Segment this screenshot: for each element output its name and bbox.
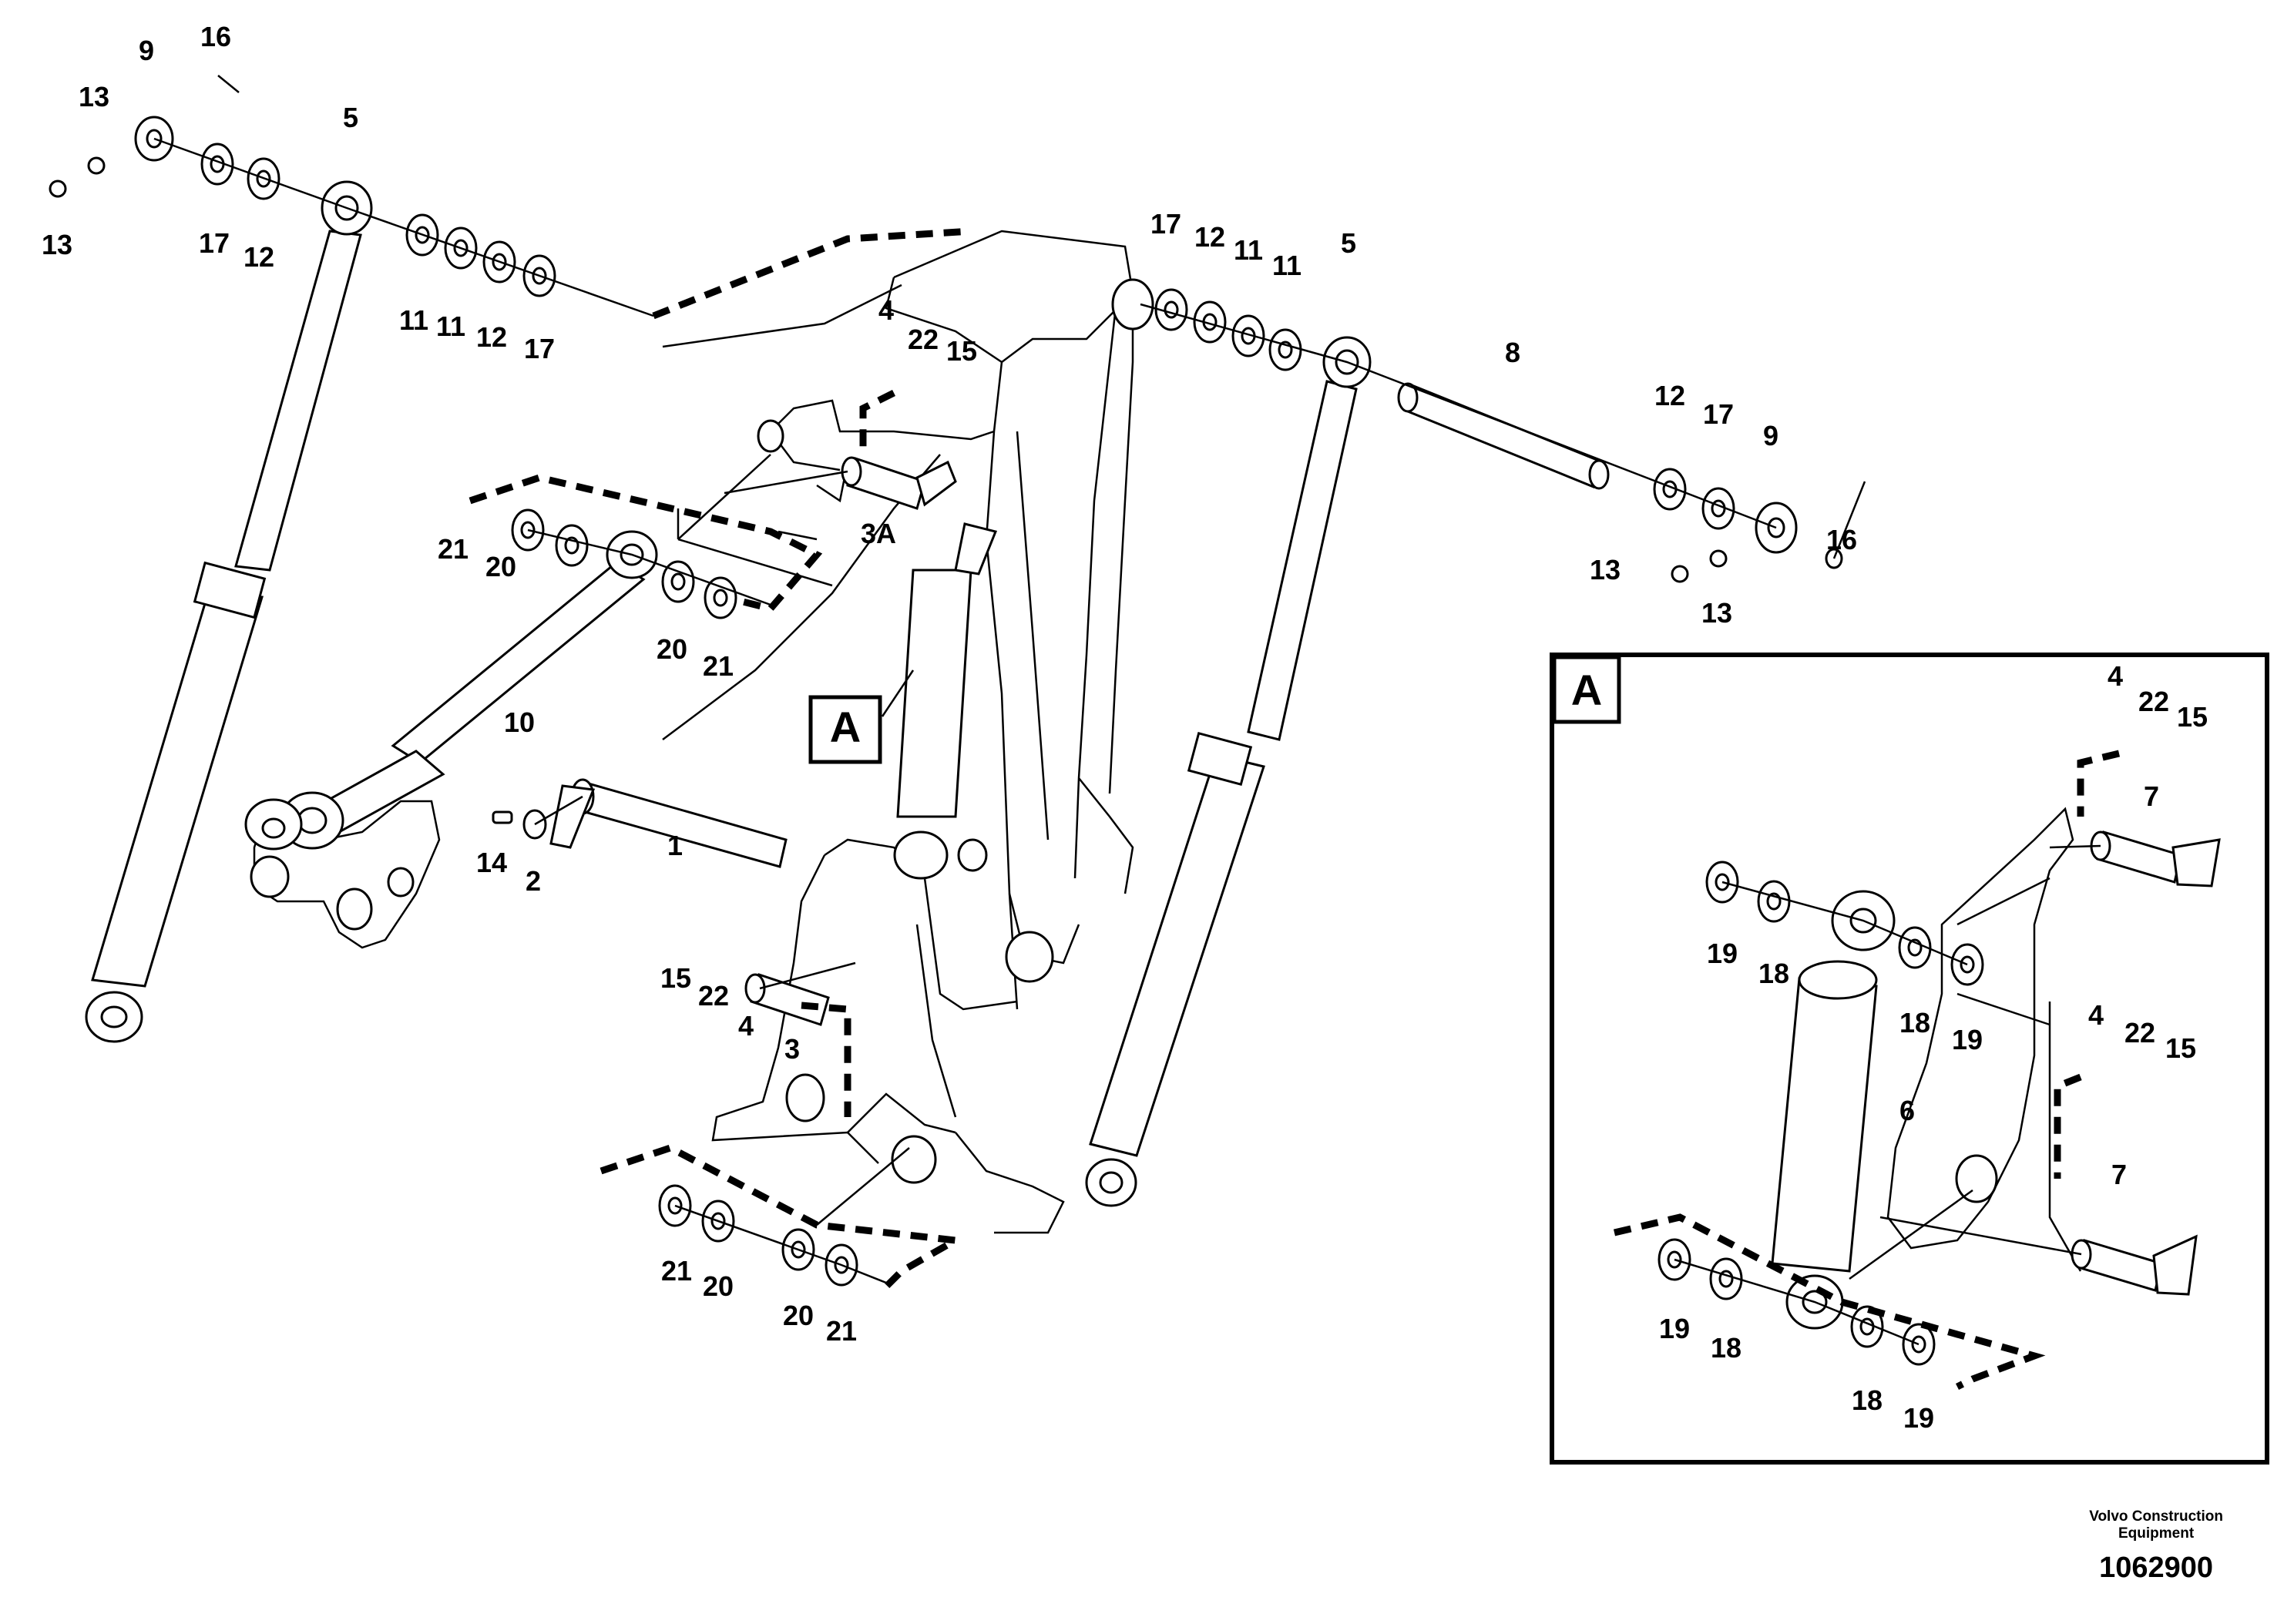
callout-18: 18 [1852, 1384, 1883, 1416]
callout-4: 4 [878, 294, 894, 326]
callout-17: 17 [1703, 398, 1734, 430]
callout-15: 15 [660, 962, 691, 994]
callout-17: 17 [199, 227, 230, 259]
callout-16: 16 [200, 21, 231, 52]
callout-12: 12 [1654, 380, 1685, 411]
callout-18: 18 [1758, 958, 1789, 989]
boom-cylinder-right [1085, 336, 1372, 1207]
callout-12: 12 [476, 321, 507, 353]
callout-22: 22 [698, 980, 729, 1012]
callout-17: 17 [524, 333, 555, 364]
detail-marker-label: A [1571, 666, 1602, 714]
callout-18: 18 [1711, 1332, 1741, 1364]
callout-22: 22 [2124, 1017, 2155, 1049]
callout-21: 21 [703, 650, 734, 682]
callout-14: 14 [476, 847, 507, 878]
callout-19: 19 [1707, 938, 1738, 969]
callout-4: 4 [2088, 999, 2104, 1031]
boom-frame [662, 230, 1154, 1234]
callout-11: 11 [399, 304, 428, 336]
drawing-number: 1062900 [2099, 1552, 2214, 1584]
callout-2: 2 [526, 865, 541, 897]
callout-20: 20 [703, 1270, 734, 1302]
callout-5: 5 [343, 102, 358, 133]
center-cylinder [893, 522, 998, 880]
callout-3A: 3A [861, 518, 896, 549]
callout-10: 10 [504, 706, 535, 738]
dashed-reference-lines [469, 227, 972, 1290]
callout-4: 4 [738, 1010, 754, 1042]
callout-5: 5 [1341, 227, 1356, 259]
callout-21: 21 [438, 533, 469, 565]
pins [549, 382, 1610, 1026]
view-marker-a: A [808, 669, 915, 764]
callout-1: 1 [667, 830, 683, 861]
callout-15: 15 [946, 335, 977, 367]
credit-line-1: Volvo Construction [2089, 1508, 2223, 1525]
callout-20: 20 [485, 551, 516, 582]
callout-8: 8 [1505, 337, 1520, 368]
callout-13: 13 [1701, 597, 1732, 629]
callout-13: 13 [42, 229, 72, 260]
callout-17: 17 [1150, 208, 1181, 240]
callout-9: 9 [139, 35, 154, 66]
callout-19: 19 [1952, 1024, 1983, 1055]
publisher-credit: Volvo Construction Equipment 1062900 [2089, 1508, 2223, 1585]
callout-20: 20 [657, 633, 687, 665]
callout-15: 15 [2165, 1032, 2196, 1064]
credit-line-2: Equipment [2118, 1525, 2195, 1542]
callout-11: 11 [1272, 250, 1302, 281]
callout-15: 15 [2177, 701, 2208, 733]
view-marker-label: A [830, 703, 861, 751]
callout-11: 11 [436, 310, 465, 342]
detail-view-a: A [1550, 653, 2269, 1465]
callout-7: 7 [2111, 1159, 2127, 1190]
arm-cylinder [244, 530, 658, 851]
callout-11: 11 [1234, 234, 1263, 266]
callout-6: 6 [1899, 1095, 1915, 1126]
callout-12: 12 [1194, 221, 1225, 253]
callout-3: 3 [784, 1033, 800, 1065]
callout-18: 18 [1899, 1007, 1930, 1038]
callout-20: 20 [783, 1300, 814, 1331]
callout-13: 13 [79, 81, 109, 112]
callout-22: 22 [908, 324, 939, 355]
callout-22: 22 [2138, 686, 2169, 717]
callout-7: 7 [2144, 780, 2159, 812]
callout-19: 19 [1659, 1313, 1690, 1344]
assembly-axes [153, 75, 1866, 1284]
swing-bracket [250, 800, 441, 949]
callout-4: 4 [2108, 660, 2123, 692]
callout-19: 19 [1903, 1402, 1934, 1434]
callout-16: 16 [1826, 524, 1857, 555]
callout-21: 21 [661, 1255, 692, 1287]
callout-13: 13 [1590, 554, 1621, 586]
callout-21: 21 [826, 1315, 857, 1347]
callout-12: 12 [244, 241, 274, 273]
callout-9: 9 [1763, 420, 1778, 451]
